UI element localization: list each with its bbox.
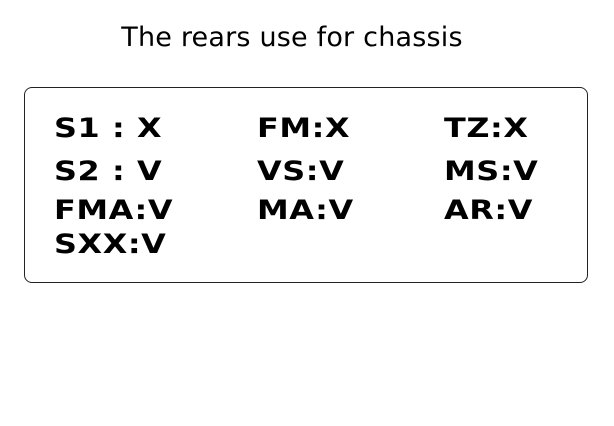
- compatibility-panel: S1 : X FM:X TZ:X S2 : V VS:V MS:V FMA:V …: [24, 87, 588, 283]
- entry-vs: VS:V: [257, 156, 345, 187]
- entry-s1: S1 : X: [54, 113, 163, 144]
- entry-fma: FMA:V: [54, 195, 174, 226]
- entry-ms: MS:V: [444, 156, 539, 187]
- entry-tz: TZ:X: [444, 113, 529, 144]
- page-title: The rears use for chassis: [121, 22, 463, 53]
- entry-s2: S2 : V: [54, 156, 163, 187]
- entry-fm: FM:X: [257, 113, 351, 144]
- entry-ar: AR:V: [444, 195, 533, 226]
- entry-ma: MA:V: [257, 195, 354, 226]
- entry-sxx: SXX:V: [54, 229, 167, 260]
